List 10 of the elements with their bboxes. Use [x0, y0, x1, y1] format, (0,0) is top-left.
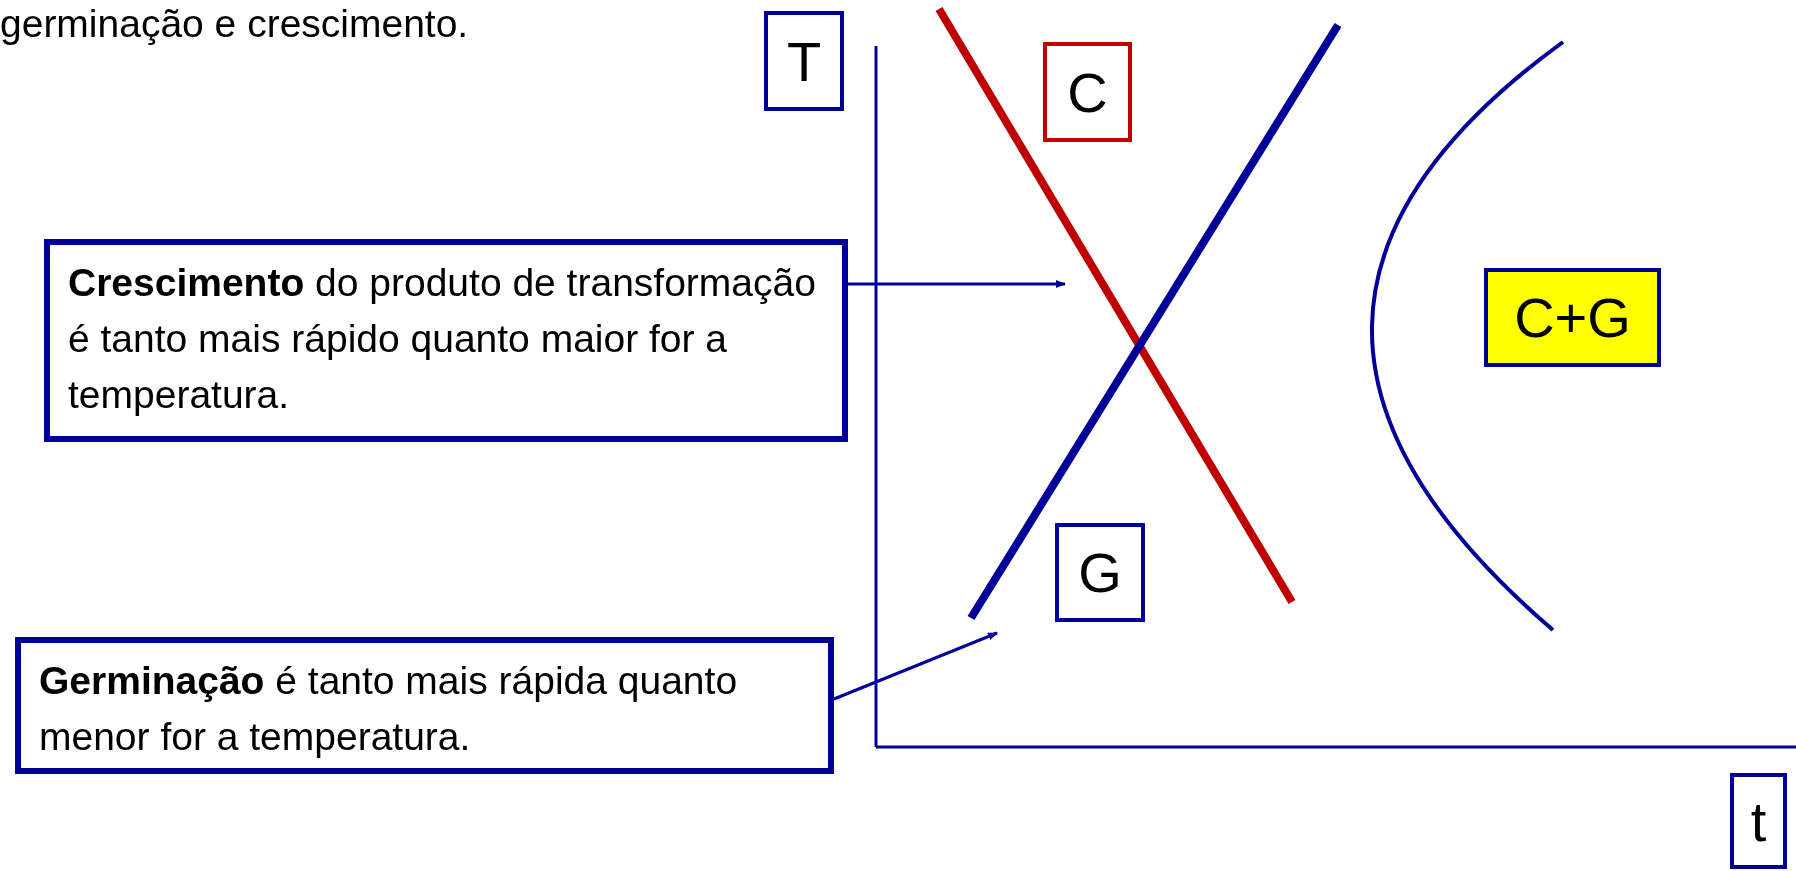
label-box: C — [1043, 42, 1132, 142]
label-box: G — [1055, 523, 1145, 622]
label-box: T — [764, 11, 844, 111]
leader-arrow — [848, 280, 1066, 288]
leader-arrow — [833, 631, 998, 701]
callout-box: Crescimento do produto de transformação é tanto mais rápido quanto maior for a temperatura. — [44, 239, 848, 442]
label-box: t — [1730, 773, 1787, 869]
callout-box: Germinação é tanto mais rápida quanto menor for a temperatura. — [15, 637, 834, 774]
label-box: C+G — [1484, 268, 1661, 367]
heading-text: germinação e crescimento. — [0, 2, 469, 46]
